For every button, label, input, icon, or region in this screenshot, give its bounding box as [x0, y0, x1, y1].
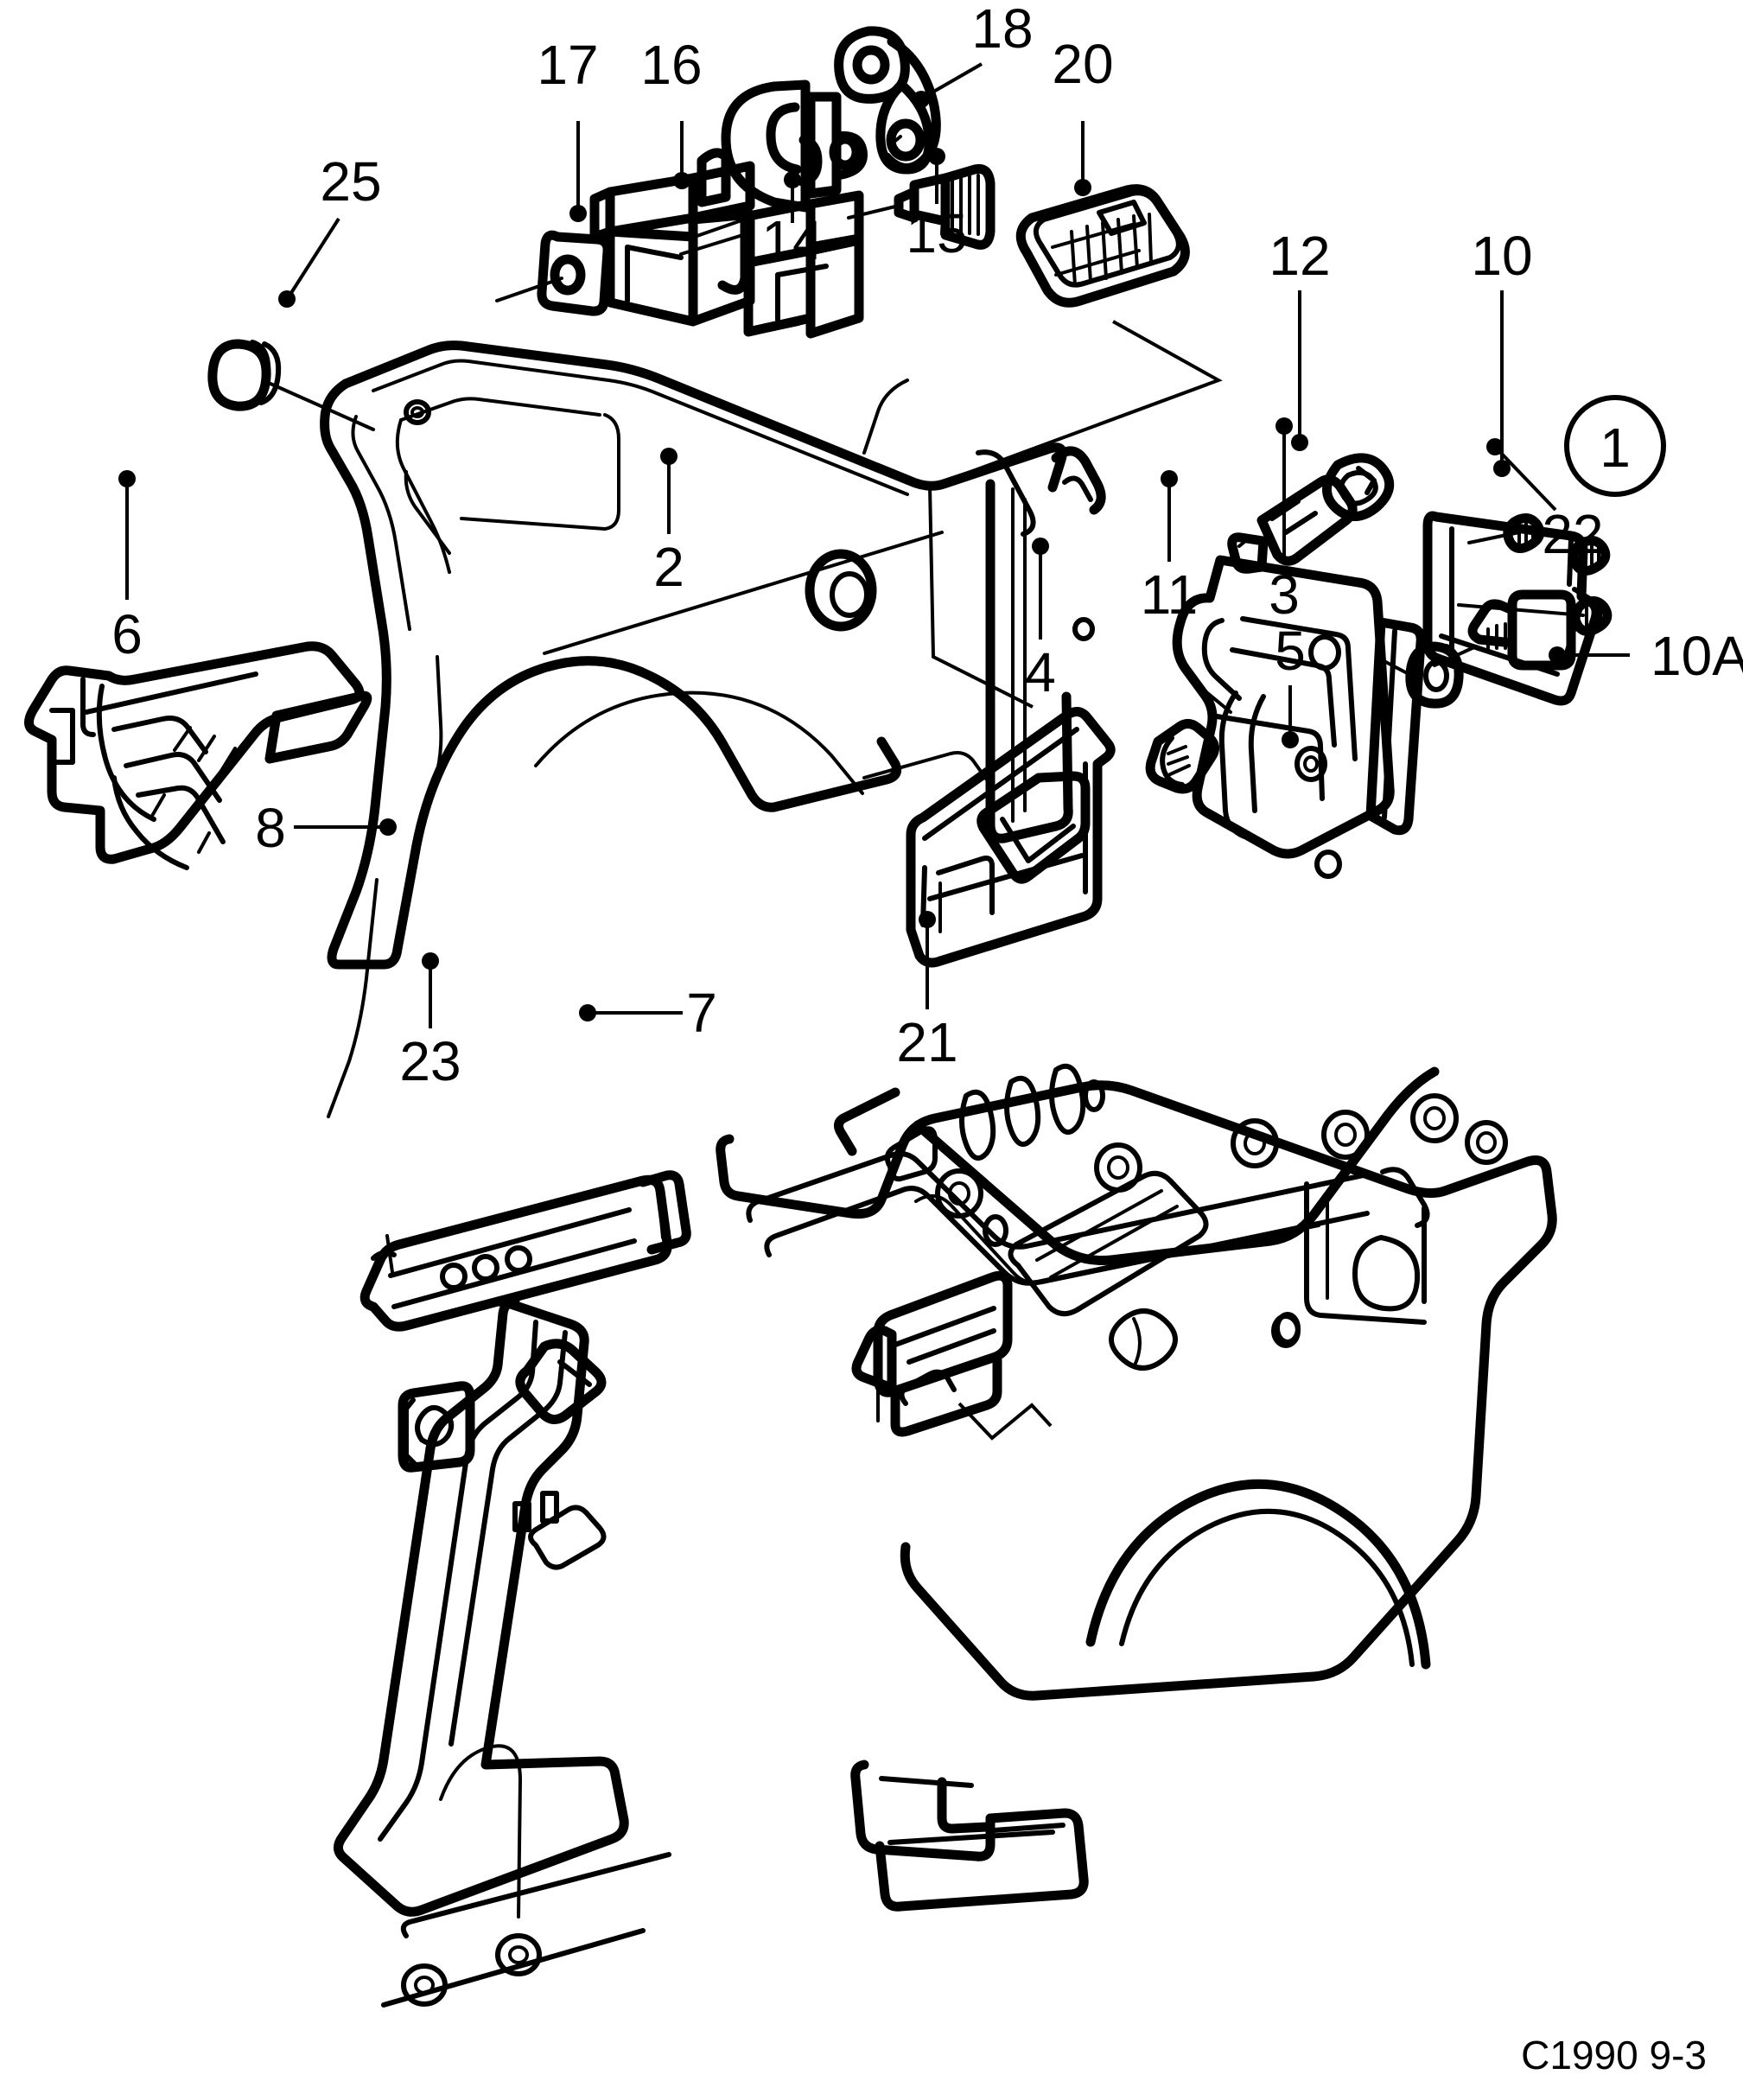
part-7-center-pillar: [334, 1296, 671, 2008]
part-20-vent-grille: [1015, 184, 1190, 308]
part-10-wheel-arch-extension: [1422, 511, 1613, 706]
callout-label-10[interactable]: 10: [1471, 225, 1532, 287]
part-15-bolt: [847, 163, 996, 250]
leader-21-to-panel: [957, 1402, 1053, 1441]
part-22-grommet: [1377, 641, 1464, 709]
part-8-sill-reinforcement: [359, 1170, 691, 1332]
part-11-nut: [1145, 718, 1219, 794]
callout-label-21[interactable]: 21: [896, 1011, 957, 1073]
callout-label-6[interactable]: 6: [111, 603, 143, 665]
callout-leaders: [118, 62, 1630, 1028]
callout-label-18[interactable]: 18: [971, 0, 1033, 60]
callout-label-1[interactable]: 1: [1600, 417, 1631, 479]
callout-label-12[interactable]: 12: [1269, 225, 1330, 287]
callout-label-17[interactable]: 17: [537, 34, 598, 96]
part-16-striker-shield: [721, 80, 868, 213]
part-21-seatbelt-anchor-bracket: [851, 1270, 1013, 1437]
callout-label-20[interactable]: 20: [1052, 33, 1113, 95]
callout-label-7[interactable]: 7: [686, 982, 717, 1044]
callout-label-25[interactable]: 25: [320, 150, 381, 213]
figure-reference-circle: [1564, 395, 1666, 497]
callout-label-8[interactable]: 8: [255, 797, 286, 859]
callout-label-10A[interactable]: 10A: [1651, 625, 1743, 687]
leader-20-to-panel: [937, 320, 1223, 486]
part-2-outer-quarter-panel: [320, 340, 1106, 1118]
callout-label-15[interactable]: 15: [906, 202, 967, 264]
callout-label-2[interactable]: 2: [653, 536, 684, 598]
part-3-lock-pillar-reinforcement: [1172, 555, 1426, 879]
part-4-wheelhouse-closing-panel: [906, 707, 1116, 968]
part-25-blanking-plug: [207, 339, 375, 431]
louver-slots: [959, 1063, 1086, 1161]
footer-reference: C1990 9-3: [1521, 2033, 1707, 2078]
callout-label-14[interactable]: 14: [761, 209, 823, 271]
callout-label-5[interactable]: 5: [1275, 620, 1306, 682]
callout-label-3[interactable]: 3: [1269, 563, 1300, 626]
callout-label-4[interactable]: 4: [1025, 641, 1056, 703]
part-5-inner-quarter-panel: [716, 1063, 1557, 1912]
part-6-front-reinforcement-bracket: [24, 641, 372, 870]
callout-label-22[interactable]: 22: [1542, 503, 1603, 565]
callout-label-11[interactable]: 11: [1141, 563, 1198, 626]
callout-label-16[interactable]: 16: [640, 34, 702, 96]
part-18-hinge-arm: [834, 26, 941, 175]
callout-label-23[interactable]: 23: [399, 1030, 461, 1092]
leader-panel-to-4: [928, 485, 1034, 709]
